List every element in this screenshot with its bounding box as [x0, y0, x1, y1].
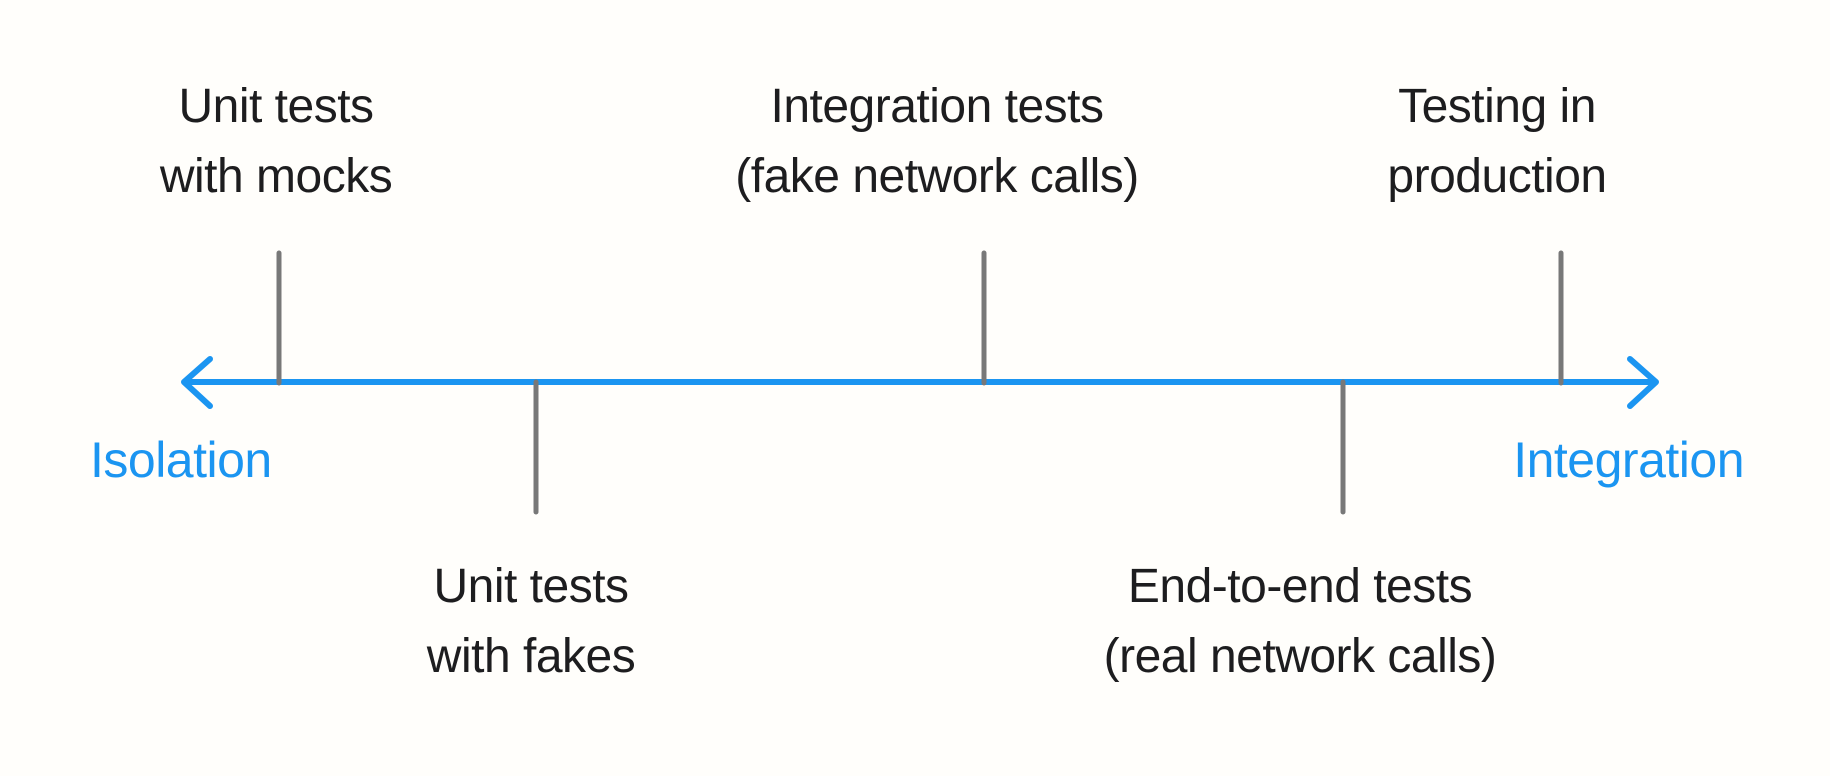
- axis-left-label-isolation: Isolation: [90, 432, 272, 488]
- label-line: Integration tests: [770, 80, 1104, 133]
- left-arrowhead-icon: [181, 356, 213, 409]
- label-testing-in-production: Testing in production: [1247, 72, 1747, 212]
- label-unit-tests-with-fakes: Unit tests with fakes: [281, 552, 781, 692]
- label-line: with mocks: [159, 150, 393, 203]
- label-line: production: [1387, 150, 1607, 203]
- right-arrowhead-icon: [1627, 356, 1659, 409]
- label-line: (fake network calls): [735, 150, 1139, 203]
- label-end-to-end-tests: End-to-end tests (real network calls): [1050, 552, 1550, 692]
- axis-right-label-integration: Integration: [1513, 432, 1744, 488]
- label-line: with fakes: [426, 630, 636, 683]
- label-line: End-to-end tests: [1127, 560, 1473, 613]
- label-unit-tests-with-mocks: Unit tests with mocks: [26, 72, 526, 212]
- label-line: Testing in: [1398, 80, 1596, 133]
- label-integration-tests: Integration tests (fake network calls): [687, 72, 1187, 212]
- label-line: Unit tests: [433, 560, 629, 613]
- label-line: Unit tests: [178, 80, 374, 133]
- label-line: (real network calls): [1103, 630, 1497, 683]
